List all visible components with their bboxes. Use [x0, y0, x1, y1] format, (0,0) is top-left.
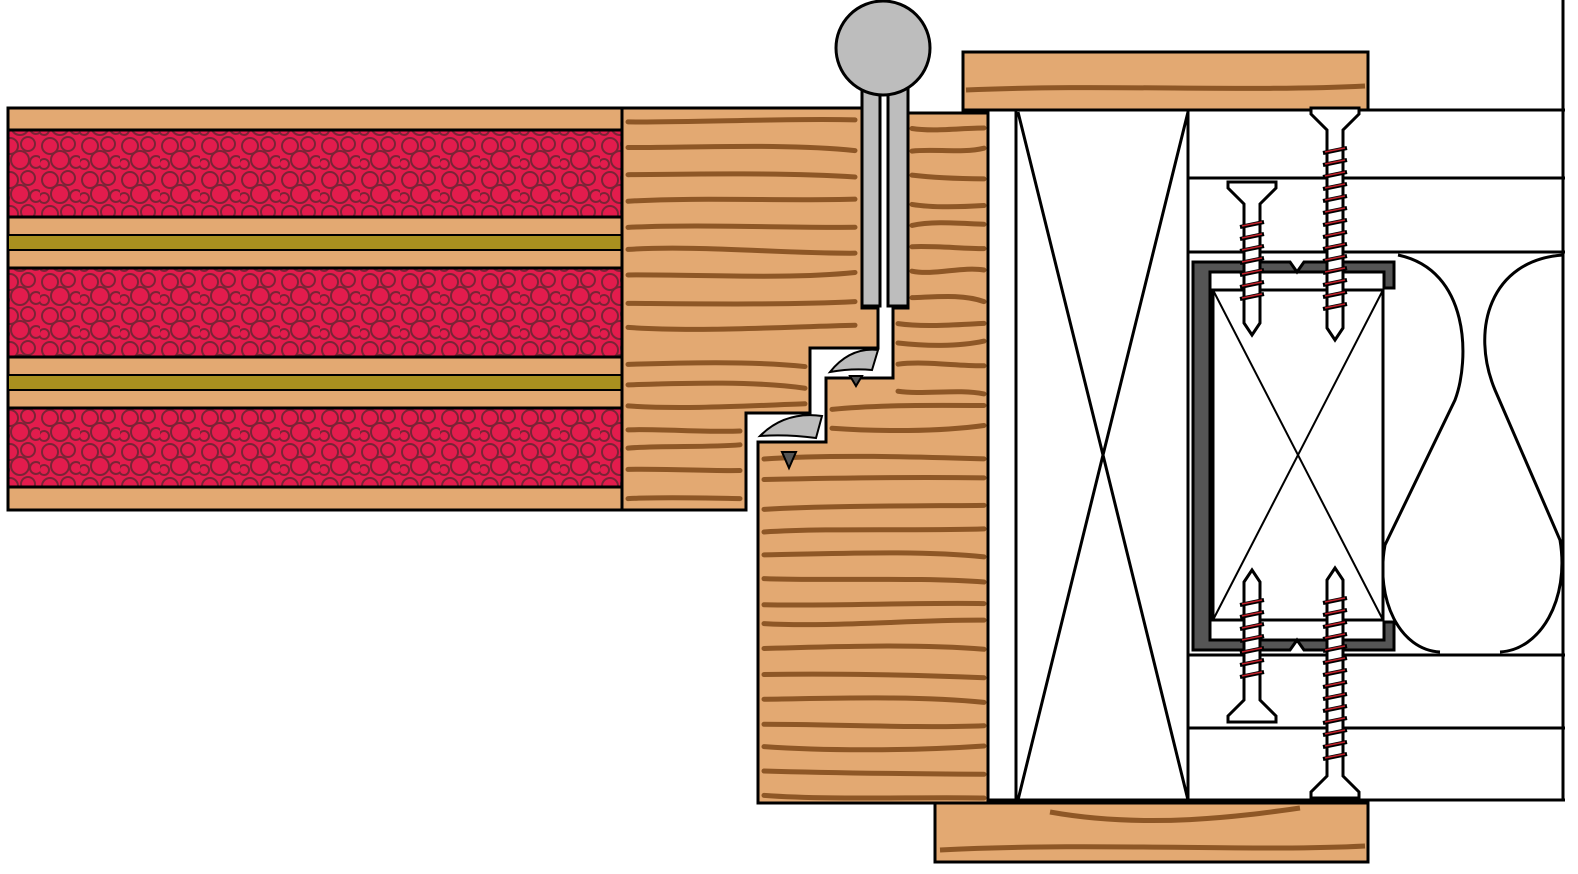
grain-line — [625, 427, 743, 434]
screw-icon — [1309, 565, 1361, 800]
door-slab — [6, 106, 624, 512]
grain-line — [761, 474, 987, 483]
weatherstrip-icon — [757, 348, 880, 471]
insulation-layer — [6, 266, 624, 359]
grain-line — [761, 550, 987, 560]
grain-line — [625, 495, 743, 502]
grain-line — [909, 244, 987, 252]
grain-line — [625, 442, 743, 451]
grain-line — [761, 695, 987, 705]
bottom-trim-board — [933, 801, 1370, 864]
hinge-knuckle-icon — [834, 0, 932, 308]
grain-line — [829, 422, 987, 434]
grain-line — [895, 338, 987, 348]
grain-line — [625, 196, 858, 204]
grain-line — [625, 223, 858, 230]
grain-line — [909, 220, 987, 228]
grain-line — [761, 526, 987, 535]
grain-line — [761, 643, 987, 652]
grain-line — [625, 299, 858, 307]
grain-line — [895, 388, 987, 397]
grain-line — [1049, 805, 1301, 823]
grain-line — [909, 201, 987, 210]
wood-grain — [625, 116, 987, 801]
grain-line — [625, 401, 808, 410]
grain-line — [829, 402, 987, 412]
grain-line — [761, 600, 987, 608]
grain-line — [625, 269, 858, 279]
grain-line — [895, 360, 987, 369]
grain-line — [895, 320, 987, 328]
insulation-layer — [6, 128, 624, 219]
grain-line — [909, 172, 987, 182]
grain-line — [761, 576, 987, 585]
grain-line — [761, 502, 987, 512]
grain-line — [625, 466, 743, 474]
grain-line — [625, 116, 858, 125]
grain-line — [625, 322, 858, 332]
grain-line — [761, 453, 987, 462]
framing-stud — [986, 108, 1190, 802]
screw-icon — [1226, 567, 1278, 724]
grain-line — [909, 266, 987, 275]
screw-icon — [1226, 180, 1278, 338]
grain-line — [965, 83, 1366, 93]
grain-line — [761, 617, 987, 628]
grain-line — [761, 743, 987, 753]
grain-line — [625, 171, 858, 180]
screws — [1226, 106, 1361, 800]
grain-line — [939, 843, 1366, 853]
grain-line — [909, 293, 987, 305]
grain-line — [761, 768, 987, 777]
grain-line — [625, 380, 808, 391]
top-trim-board — [961, 50, 1370, 112]
grain-line — [625, 245, 858, 256]
grain-line — [625, 360, 808, 370]
gold-strip — [7, 234, 623, 251]
insulation-layer — [6, 406, 624, 489]
screw-icon — [1309, 106, 1361, 343]
gold-strip — [7, 374, 623, 391]
grain-line — [909, 125, 987, 133]
grain-line — [625, 143, 858, 154]
grain-line — [761, 792, 987, 801]
grain-line — [909, 145, 987, 154]
grain-line — [761, 721, 987, 730]
steel-channel-icon — [1191, 260, 1396, 652]
grain-line — [761, 671, 987, 681]
